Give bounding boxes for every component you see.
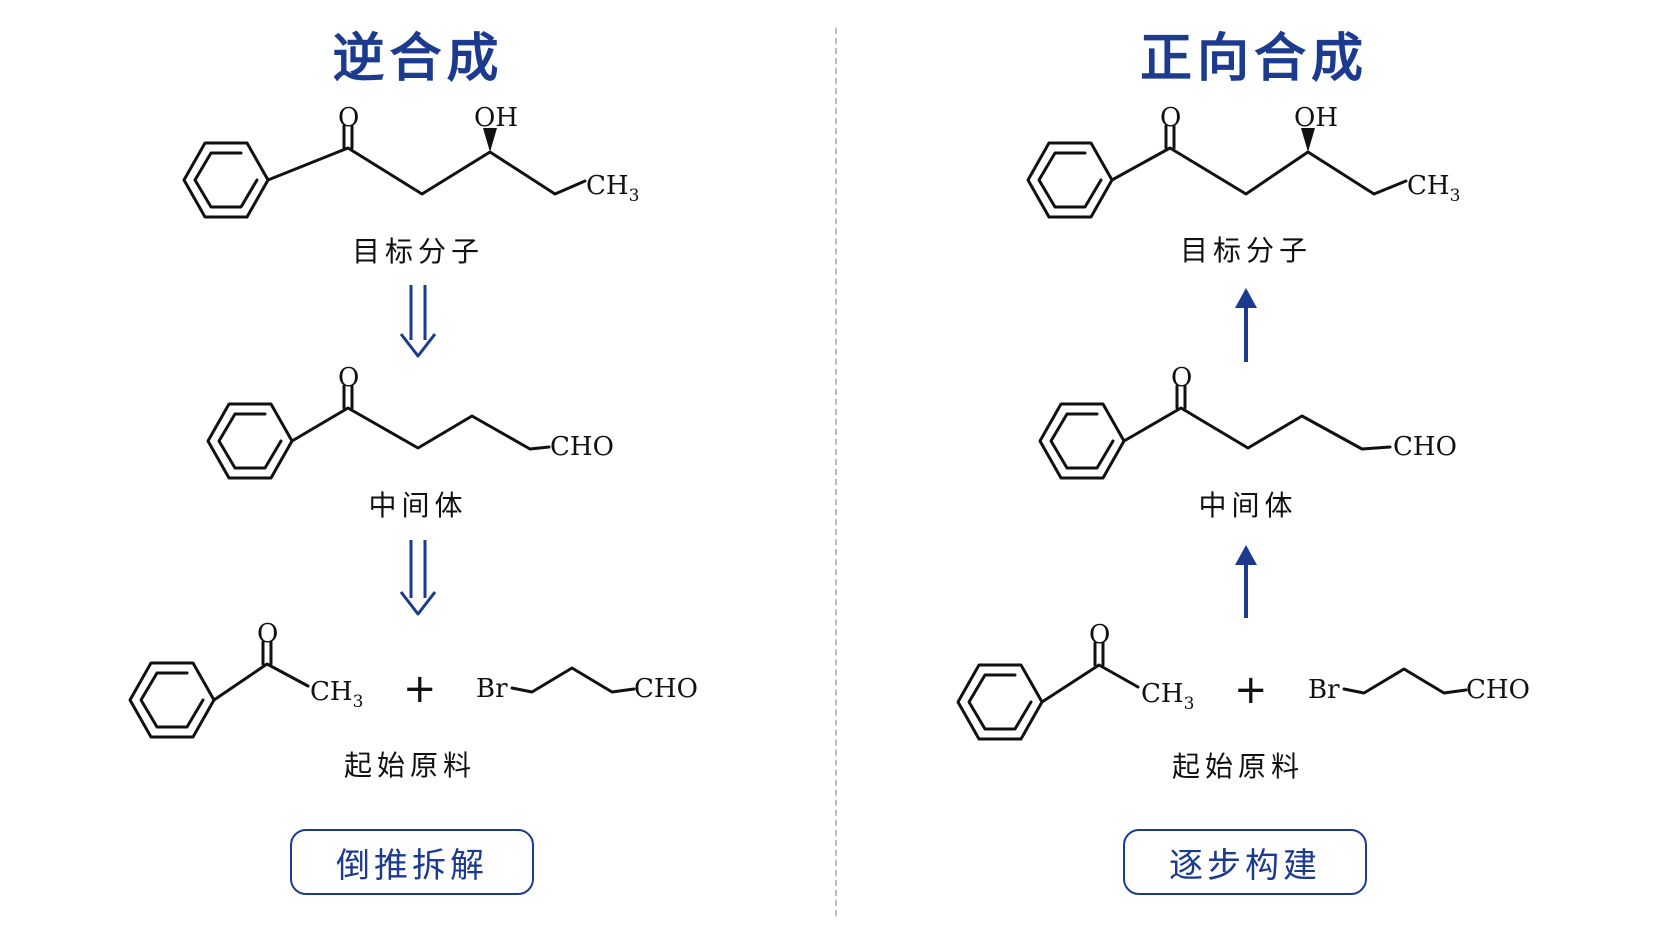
aldehyde-group: CHO [1393,432,1457,462]
aldehyde-group: CHO [550,432,614,462]
benzene-ring [1038,402,1126,480]
bromine-atom: Br [476,674,508,704]
target-molecule: O OH CH3 [1026,103,1460,219]
forward-synthesis-title: 正向合成 [1139,29,1368,89]
target-molecule: O OH CH3 [182,103,639,219]
benzene-ring [206,402,294,480]
panel-divider [835,28,837,916]
retro-arrow [399,540,437,616]
starting-material-label: 起始原料 [343,749,476,782]
bromine-atom: Br [1308,675,1340,705]
methyl-group: CH3 [586,171,639,206]
acetophenone: O CH3 [128,619,363,739]
hydroxyl-group: OH [1294,103,1338,133]
carbon-chain [1110,146,1408,196]
methyl-group: CH3 [1407,171,1460,206]
plus-sign: + [1234,667,1268,713]
aldehyde-group: CHO [1466,675,1530,705]
forward-synthesis-panel: 正向合成 O OH CH3 [836,0,1672,941]
plus-sign: + [403,666,437,712]
forward-arrow [1235,545,1257,618]
target-label: 目标分子 [1179,234,1312,267]
retrosynthesis-panel: 逆合成 O OH CH3 [128,29,698,895]
benzene-ring [1026,141,1114,219]
intermediate-label: 中间体 [368,489,468,522]
wedge-bond [483,128,497,152]
benzene-ring [956,663,1044,741]
target-label: 目标分子 [351,235,484,268]
carbon-chain [266,146,587,196]
oxygen-atom: O [338,103,359,133]
acetophenone: O CH3 [956,620,1194,741]
oxygen-atom: O [1160,103,1181,133]
intermediate-molecule: O CHO [1038,363,1457,480]
wedge-bond [1301,128,1315,152]
oxygen-atom: O [1089,620,1110,650]
retro-arrow [399,285,437,358]
hydroxyl-group: OH [474,103,518,133]
intermediate-molecule: O CHO [206,363,614,480]
retrosynthesis-scheme: O OH CH3 O CHO [128,103,698,739]
forward-arrow [1235,288,1257,362]
methyl-group: CH3 [1141,679,1194,714]
oxygen-atom: O [1171,363,1192,393]
benzene-ring [128,661,216,739]
oxygen-atom: O [338,363,359,393]
starting-material-label: 起始原料 [1171,750,1304,783]
bromobutanal: Br CHO [476,666,698,704]
benzene-ring [182,141,270,219]
forward-synthesis-scheme: O OH CH3 O CHO [956,103,1530,741]
intermediate-label: 中间体 [1198,489,1298,522]
retrosynthesis-title: 逆合成 [332,29,504,89]
aldehyde-group: CHO [634,674,698,704]
bromobutanal: Br CHO [1308,667,1530,705]
methyl-group: CH3 [310,677,363,712]
carbon-chain [290,406,551,451]
forward-synthesis-tag: 逐步构建 [1123,829,1367,895]
carbon-chain [1122,406,1392,451]
oxygen-atom: O [257,619,278,649]
retrosynthesis-tag: 倒推拆解 [290,829,534,895]
